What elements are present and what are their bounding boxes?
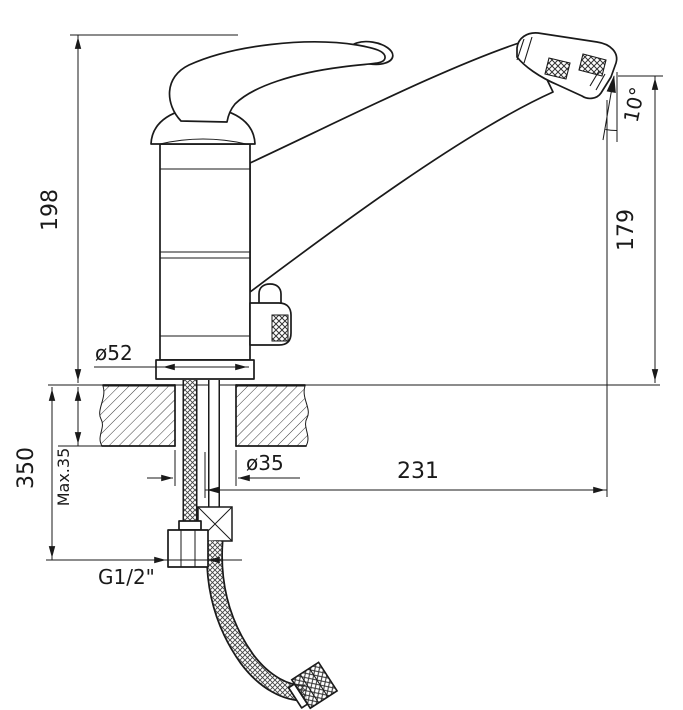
- dim-outlet-height: 179: [614, 75, 663, 383]
- hose-braided-curved-texture: [207, 540, 307, 700]
- dim-overall-height: 198: [38, 34, 238, 383]
- countertop-edges: [101, 384, 307, 447]
- hose-nut-end: [287, 661, 339, 710]
- side-diverter: [249, 283, 292, 346]
- dim-deck-thickness: Max.35: [54, 387, 110, 506]
- dim-spout-reach: 231: [204, 100, 608, 498]
- dim-198-label: 198: [38, 189, 63, 231]
- spout-head-detail-1: [544, 57, 571, 80]
- mounting-hole-edges: [174, 384, 237, 447]
- dim-outlet-angle: 10°: [602, 72, 650, 142]
- body-joint-lines: [160, 168, 250, 337]
- dim-hole-diameter: ø35: [147, 450, 300, 486]
- supply-hoses: [167, 380, 339, 710]
- handle-dome-line: [159, 138, 247, 145]
- dim-d52-label: ø52: [95, 341, 133, 365]
- dim-231-label: 231: [397, 459, 439, 484]
- lever-handle: [168, 41, 386, 123]
- spout-head-rings: [516, 36, 533, 64]
- dim-max35-label: Max.35: [54, 448, 73, 507]
- dim-10deg-label: 10°: [619, 85, 650, 125]
- dim-179-label: 179: [614, 209, 639, 251]
- countertop-right-block: [235, 385, 309, 447]
- countertop-section: [99, 384, 309, 447]
- dim-d35-label: ø35: [246, 451, 284, 475]
- spout: [249, 39, 554, 293]
- dim-base-diameter: ø52: [94, 341, 249, 371]
- countertop-left-block: [99, 385, 176, 447]
- dim-thread: G1/2": [98, 556, 234, 589]
- hose-nut-left: [167, 520, 209, 568]
- faucet: [150, 32, 618, 380]
- aerator-lines: [589, 70, 606, 91]
- dim-350-label: 350: [14, 447, 39, 489]
- faucet-base: [155, 359, 255, 380]
- spout-head-detail-2: [578, 53, 607, 77]
- dim-g12-label: G1/2": [98, 565, 155, 589]
